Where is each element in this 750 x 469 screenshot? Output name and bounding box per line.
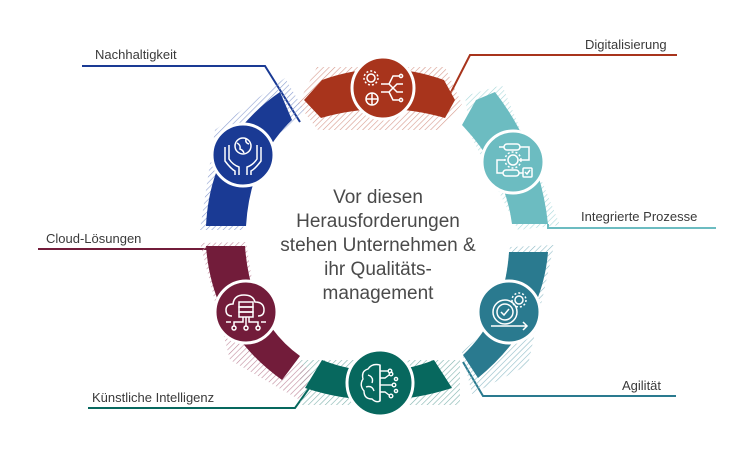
center-title-line: stehen Unternehmen & xyxy=(280,235,476,256)
center-title-line: Vor diesen xyxy=(333,187,423,208)
connector-integrierte-prozesse xyxy=(547,224,716,229)
label-integrierte-prozesse: Integrierte Prozesse xyxy=(581,209,698,224)
agile-cycle-icon xyxy=(476,279,542,345)
process-flow-icon xyxy=(480,129,546,195)
connector-digitalisierung xyxy=(445,54,677,103)
center-title-line: ihr Qualitäts- xyxy=(324,259,432,280)
label-digitalisierung: Digitalisierung xyxy=(585,37,667,52)
center-title: Vor diesen Herausforderungen stehen Unte… xyxy=(268,186,488,306)
label-agilitaet: Agilität xyxy=(622,378,662,393)
digital-network-icon xyxy=(350,55,416,121)
center-title-line: management xyxy=(322,283,434,304)
ai-brain-icon xyxy=(345,348,415,418)
label-cloud-loesungen: Cloud-Lösungen xyxy=(46,231,142,246)
icon-circles xyxy=(210,55,546,418)
label-nachhaltigkeit: Nachhaltigkeit xyxy=(95,47,177,62)
label-kuenstliche-intelligenz: Künstliche Intelligenz xyxy=(92,390,215,405)
center-title-line: Herausforderungen xyxy=(296,211,460,232)
cloud-server-icon xyxy=(213,279,279,345)
hands-globe-icon xyxy=(210,122,276,188)
